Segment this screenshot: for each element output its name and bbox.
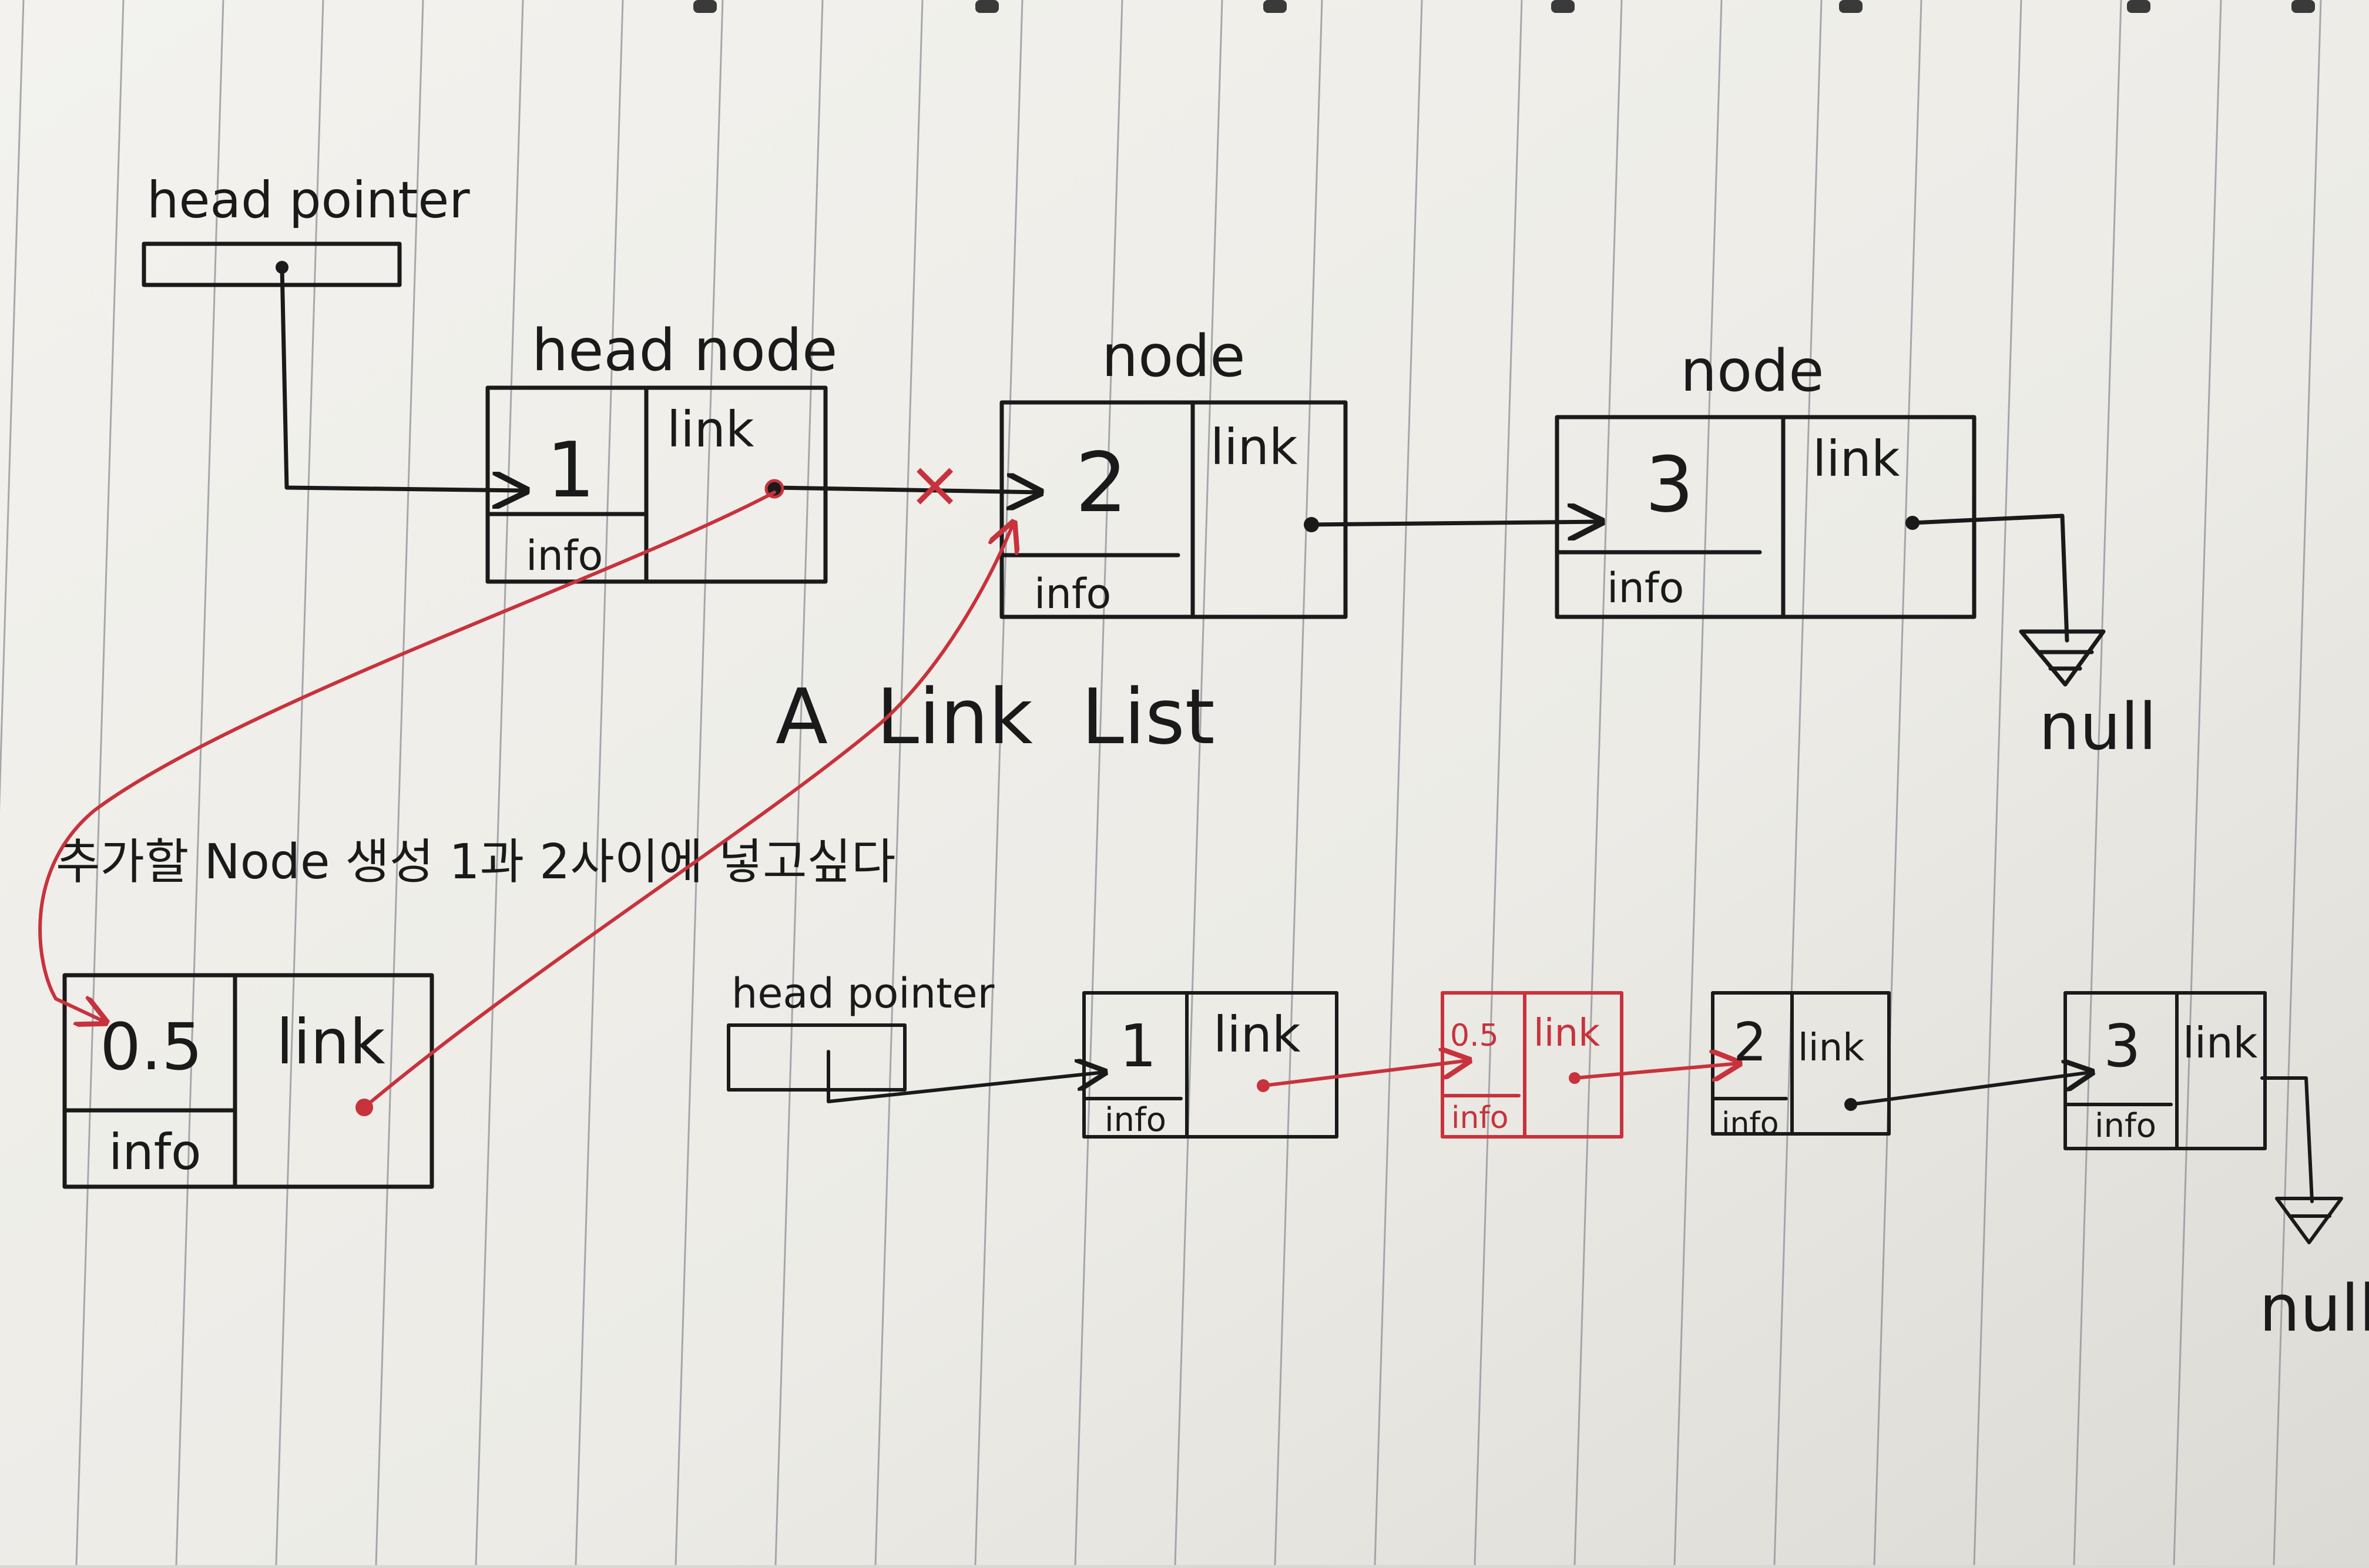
bottom-link-2-to-3 [1849, 1072, 2092, 1106]
node-label-3: node [1680, 338, 1824, 405]
bottom-null-label: null [2259, 1271, 2369, 1346]
bottom-null-ground-symbol [2275, 1197, 2343, 1244]
bottom-node-4-value: 3 [2103, 1012, 2141, 1080]
link-arrow-2-to-3 [1308, 522, 1601, 525]
red-arrow-new-to-node2 [363, 523, 1014, 1109]
bottom-link-4-to-null [2260, 1076, 2314, 1203]
top-node-3-info-label: info [1607, 564, 1684, 612]
top-null-label: null [2039, 689, 2157, 764]
head-pointer-label: head pointer [147, 171, 470, 230]
link-dot-2 [1304, 517, 1319, 532]
node-label-2: node [1102, 323, 1246, 390]
bottom-link-dot-new [1569, 1072, 1581, 1084]
broken-link-mark: × [908, 446, 962, 522]
bottom-link-dot-3 [1844, 1098, 1857, 1111]
null-ground-symbol [2019, 629, 2106, 687]
bottom-node-1-value: 1 [1119, 1012, 1157, 1080]
bottom-node-2-value: 0.5 [1450, 1018, 1499, 1053]
new-node-box [62, 973, 434, 1189]
bottom-head-pointer-arrow [827, 1050, 1105, 1103]
new-node-info-label: info [109, 1123, 202, 1181]
new-node-value: 0.5 [100, 1009, 203, 1084]
top-node-2-link-label: link [1210, 418, 1298, 476]
bottom-node-3-info-label: info [1722, 1106, 1779, 1141]
bottom-node-1-info-label: info [1105, 1101, 1166, 1139]
bottom-node-1 [1082, 991, 1338, 1139]
head-pointer-box [142, 241, 402, 287]
spiral-holes [693, 0, 2315, 13]
new-node-link-dot [355, 1099, 373, 1116]
bottom-node-2-info-label: info [1451, 1100, 1509, 1136]
top-node-1-value: 1 [546, 425, 595, 515]
bottom-red-link-new-to-2 [1573, 1063, 1739, 1078]
top-node-2-value: 2 [1075, 435, 1128, 531]
top-node-2 [999, 400, 1348, 619]
link-arrow-1-to-2 [773, 488, 1040, 492]
note-text: 추가할 Node 생성 1과 2사이에 넣고싶다 [56, 834, 895, 890]
top-node-3-link-label: link [1813, 430, 1900, 488]
new-node-link-label: link [276, 1006, 385, 1078]
bottom-node-1-link-label: link [1213, 1006, 1301, 1063]
bottom-node-4-link-label: link [2183, 1018, 2258, 1067]
diagram-caption: A Link List [776, 672, 1215, 761]
bottom-node-3-value: 2 [1733, 1012, 1767, 1073]
bottom-node-4-info-label: info [2095, 1107, 2156, 1145]
top-node-3 [1555, 415, 1977, 619]
head-pointer-arrow [280, 265, 526, 491]
red-arrow-head-to-new [38, 491, 776, 1022]
top-node-1-link-label: link [667, 401, 754, 458]
bottom-node-2-link-label: link [1534, 1012, 1600, 1055]
link-dot-3 [1905, 516, 1920, 530]
bottom-head-pointer-label: head pointer [731, 969, 995, 1018]
top-node-3-value: 3 [1645, 440, 1694, 529]
top-node-2-info-label: info [1034, 570, 1111, 618]
bottom-red-link-1-to-new [1261, 1060, 1469, 1087]
bottom-head-pointer-box [727, 1023, 907, 1092]
bottom-node-3-link-label: link [1798, 1026, 1864, 1070]
top-node-1 [485, 385, 828, 584]
link-arrow-3-to-null [1910, 513, 2069, 643]
head-pointer-dot [276, 261, 288, 274]
top-node-1-info-label: info [526, 532, 603, 580]
ruled-lines [0, 0, 2322, 1566]
head-node-label: head node [532, 317, 837, 384]
